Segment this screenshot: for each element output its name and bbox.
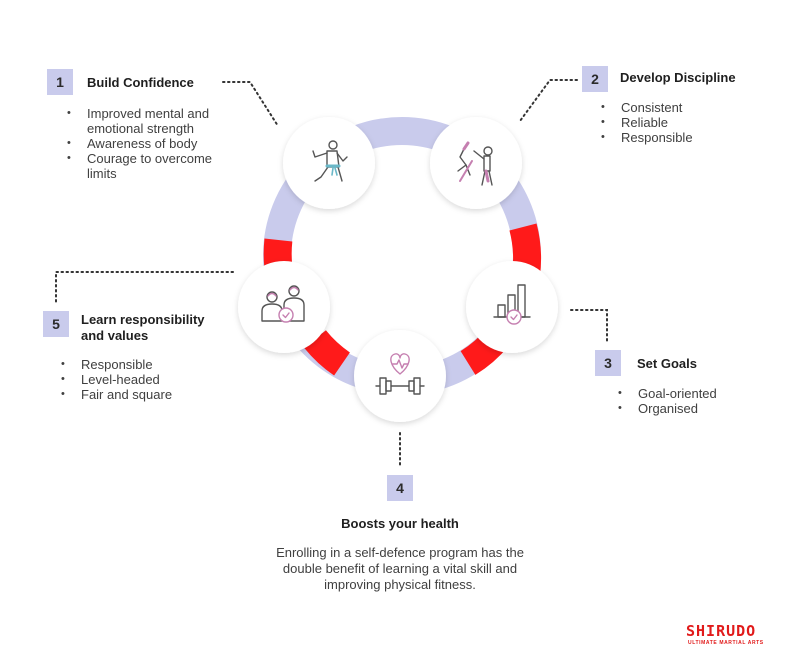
icon-circle-3 xyxy=(466,261,558,353)
step-number-5: 5 xyxy=(43,311,69,337)
brand-tagline: ULTIMATE MARTIAL ARTS xyxy=(688,640,764,646)
icon-circle-1 xyxy=(283,117,375,209)
connector-5 xyxy=(55,271,234,306)
list-item: Level-headed xyxy=(57,372,227,387)
martial-arts-kick-icon xyxy=(457,141,493,186)
connector-1 xyxy=(222,81,279,127)
step-2-bullet-list: Consistent Reliable Responsible xyxy=(597,100,757,145)
list-item: Responsible xyxy=(57,357,227,372)
step-number-4: 4 xyxy=(387,475,413,501)
team-values-icon xyxy=(261,285,305,323)
dotted-connectors xyxy=(55,79,608,468)
list-item: Improved mental and emotional strength xyxy=(63,106,243,136)
step-3-bullet-list: Goal-oriented Organised xyxy=(614,386,774,416)
step-1-bullet-list: Improved mental and emotional strength A… xyxy=(63,106,243,181)
list-item: Responsible xyxy=(597,130,757,145)
step-title-build-confidence: Build Confidence xyxy=(87,75,194,90)
connector-3 xyxy=(570,309,608,343)
connector-2 xyxy=(519,79,578,122)
step-number-2: 2 xyxy=(582,66,608,92)
step-number-1: 1 xyxy=(47,69,73,95)
list-item: Organised xyxy=(614,401,774,416)
list-item: Goal-oriented xyxy=(614,386,774,401)
goal-chart-icon xyxy=(493,284,531,325)
icon-circle-4 xyxy=(354,330,446,422)
list-item: Fair and square xyxy=(57,387,227,402)
list-item: Reliable xyxy=(597,115,757,130)
step-title-boosts-your-health: Boosts your health xyxy=(341,516,459,531)
icon-circle-2 xyxy=(430,117,522,209)
list-item: Awareness of body xyxy=(63,136,243,151)
ring-red-segment-lower-left xyxy=(304,329,351,376)
health-dumbbell-icon xyxy=(375,353,425,395)
step-title-develop-discipline: Develop Discipline xyxy=(620,70,736,85)
step-title-set-goals: Set Goals xyxy=(637,356,697,371)
brand-logo: SHIRUDO xyxy=(686,622,757,640)
step-4-description: Enrolling in a self-defence program has … xyxy=(276,545,524,592)
step-title-learn-responsibility: Learn responsibility and values xyxy=(81,312,205,343)
list-item: Courage to overcome limits xyxy=(63,151,243,181)
step-5-bullet-list: Responsible Level-headed Fair and square xyxy=(57,357,227,402)
step-number-3: 3 xyxy=(595,350,621,376)
list-item: Consistent xyxy=(597,100,757,115)
karate-stance-icon xyxy=(312,140,348,182)
